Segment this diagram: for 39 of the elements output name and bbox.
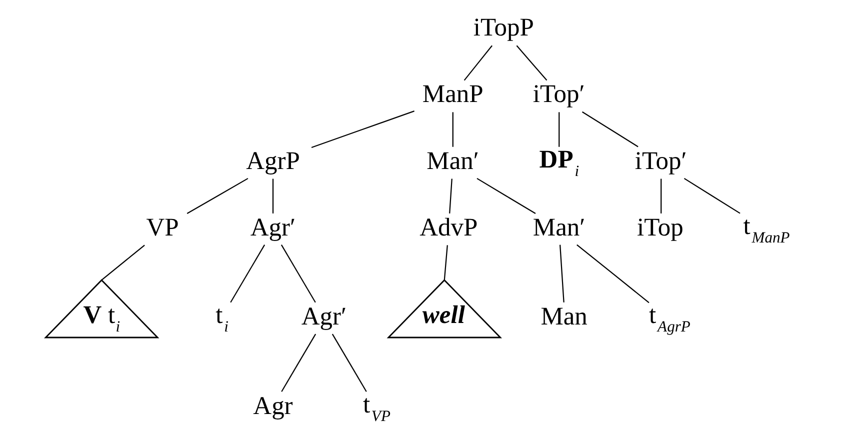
node-text: t$_{AgrP}$ xyxy=(648,300,690,336)
connector xyxy=(558,112,560,147)
connector xyxy=(230,244,265,303)
connector xyxy=(100,244,144,281)
node-text: Man′ xyxy=(426,146,478,175)
connector xyxy=(448,178,452,214)
connector xyxy=(452,112,453,147)
connector xyxy=(516,45,547,81)
node-text: Man xyxy=(540,302,587,331)
connector xyxy=(280,244,316,303)
node-text: iTop′ xyxy=(532,79,584,108)
connector xyxy=(476,178,536,214)
node-text: Agr′ xyxy=(300,302,346,331)
node-text: Agr xyxy=(252,390,292,420)
node-text: VP xyxy=(146,212,178,242)
connector xyxy=(660,178,662,214)
node-text: Agr′ xyxy=(250,212,296,242)
connector xyxy=(443,245,448,280)
node-text: iTop′ xyxy=(634,146,686,175)
node-text: t$_{ManP}$ xyxy=(742,210,790,246)
connector xyxy=(576,244,649,304)
node-text: t$_{i}$ xyxy=(215,300,228,336)
connector xyxy=(559,244,564,302)
node-text: t$_{VP}$ xyxy=(362,389,390,425)
node-text: Man′ xyxy=(532,212,585,242)
node-text: iTop xyxy=(636,212,683,242)
connector xyxy=(310,110,414,148)
node-text: AgrP xyxy=(246,146,300,175)
connector xyxy=(581,111,638,148)
node-text: DP$_{i}$ xyxy=(538,144,579,180)
connector xyxy=(683,178,740,214)
node-text: ManP xyxy=(422,79,483,108)
node-text: AdvP xyxy=(419,212,478,242)
connector xyxy=(272,178,274,214)
connector xyxy=(331,334,366,392)
connector xyxy=(186,178,248,214)
node-text: iTopP xyxy=(472,12,534,42)
connector xyxy=(463,45,492,81)
connector xyxy=(280,334,316,392)
